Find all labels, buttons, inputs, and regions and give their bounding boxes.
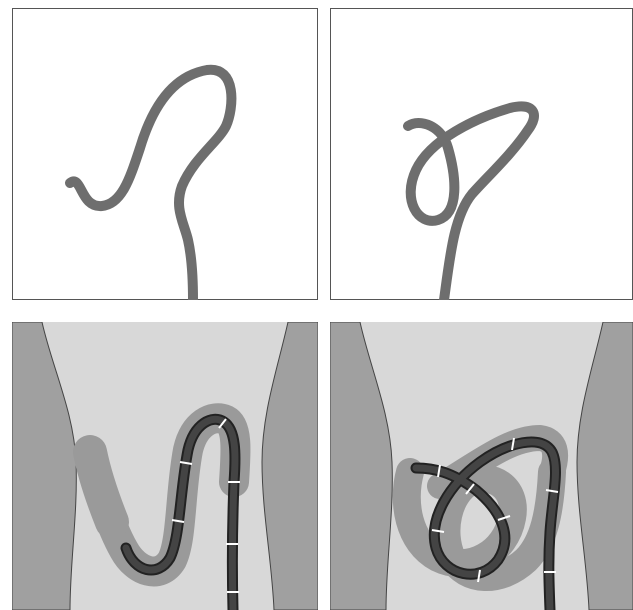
scope-shape-panel-left xyxy=(12,8,318,300)
scope-shape-left-svg xyxy=(12,8,318,300)
scope-shape-right-svg xyxy=(330,8,633,300)
panel-border xyxy=(13,9,318,300)
colon-view-panel-right xyxy=(330,322,633,610)
colon-view-panel-left xyxy=(12,322,318,610)
colon-view-left-svg xyxy=(12,322,318,610)
scope-shape-panel-right xyxy=(330,8,633,300)
panel-border xyxy=(331,9,633,300)
colon-view-right-svg xyxy=(330,322,633,610)
colon-wall-descending xyxy=(90,452,112,522)
